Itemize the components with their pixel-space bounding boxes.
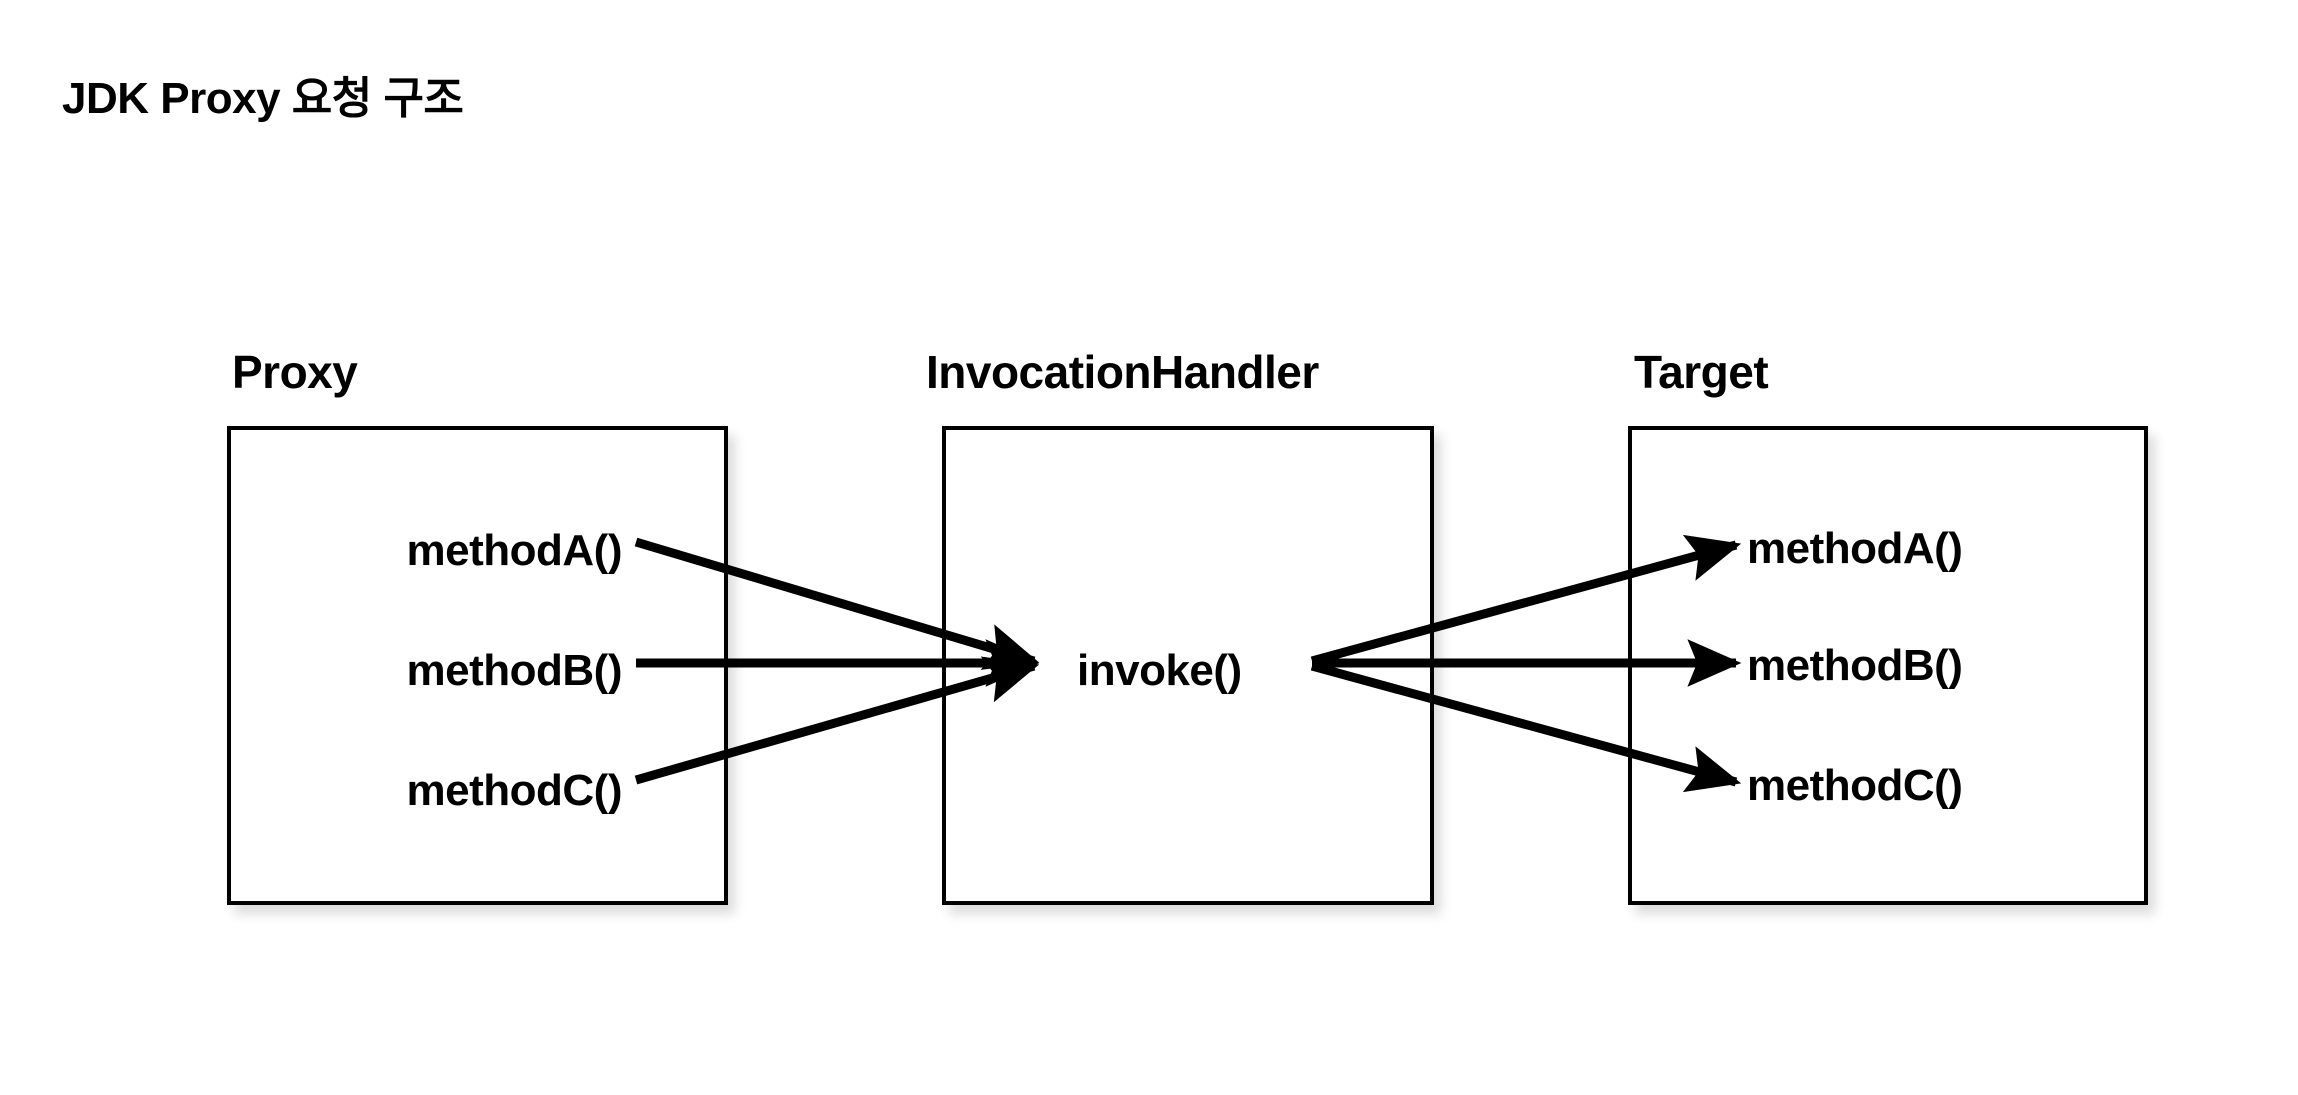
invocation-handler-invoke-label[interactable]: invoke() xyxy=(1077,646,1242,695)
target-method-c-label[interactable]: methodC() xyxy=(1747,761,1963,810)
group-label-proxy: Proxy xyxy=(232,346,358,398)
target-method-a-label[interactable]: methodA() xyxy=(1747,524,1963,573)
page-title: JDK Proxy 요청 구조 xyxy=(62,74,464,123)
group-label-invocation-handler: InvocationHandler xyxy=(926,346,1319,398)
proxy-method-b-label[interactable]: methodB() xyxy=(406,646,623,695)
proxy-method-c-label[interactable]: methodC() xyxy=(406,766,623,815)
proxy-method-a-label[interactable]: methodA() xyxy=(406,526,623,575)
target-method-b-label[interactable]: methodB() xyxy=(1747,641,1963,690)
group-label-target: Target xyxy=(1634,346,1769,398)
